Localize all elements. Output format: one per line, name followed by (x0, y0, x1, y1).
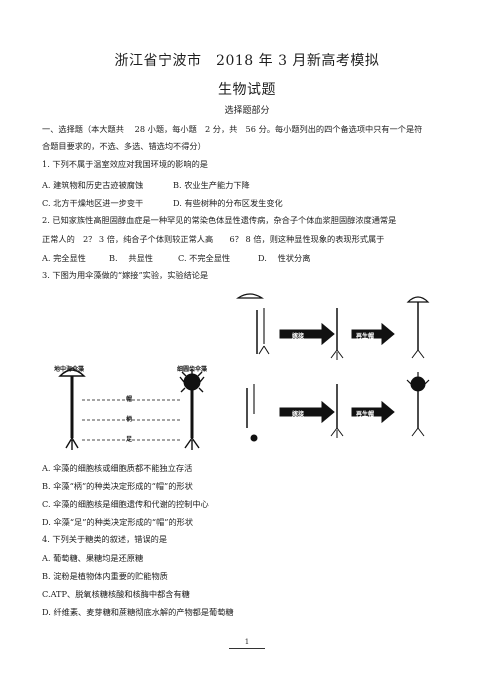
q2-stem-line-2: 正常人的 2？ 3 倍，纯合子个体则较正常人高 6？ 8 倍，则这种显性现象的表… (42, 234, 385, 244)
crenulated-acetabularia-drawing (179, 369, 205, 450)
label-regrow-bottom: 再生帽 (356, 411, 375, 418)
label-crenulated: 细圆齿伞藻 (177, 366, 208, 373)
section-heading: 选择题部分 (224, 106, 270, 116)
instructions-line-2: 合题目要求的，不选、多选、错选均不得分） (42, 141, 206, 151)
label-graft-bottom: 嫁接 (292, 411, 305, 418)
q2-option-b: B. 共显性 (109, 253, 153, 263)
q1-option-c: C. 北方干燥地区进一步变干 (42, 198, 144, 208)
q3-stem: 3. 下图为用伞藻做的“嫁接”实验，实验结论是 (42, 270, 209, 280)
graft-experiment-bottom-row (246, 372, 430, 442)
document-title: 浙江省宁波市 2018 年 3 月新高考模拟 (114, 53, 380, 69)
label-stalk: 柄 (126, 416, 133, 423)
q3-option-b: B. 伞藻“柄”的种类决定形成的“帽”的形状 (42, 481, 193, 491)
q1-stem: 1. 下列不属于温室效应对我国环境的影响的是 (42, 159, 208, 169)
q2-option-a: A. 完全显性 (42, 253, 86, 263)
instructions-line-1: 一、选择题（本大题共 28 小题，每小题 2 分，共 56 分。每小题列出的四个… (42, 124, 423, 134)
q4-option-d: D. 纤维素、麦芽糖和蔗糖彻底水解的产物都是葡萄糖 (42, 607, 234, 617)
document-subtitle: 生物试题 (218, 82, 276, 98)
q1-option-b: B. 农业生产能力下降 (173, 180, 250, 190)
q1-option-d: D. 有些树种的分布区发生变化 (173, 198, 283, 208)
q4-stem: 4. 下列关于糖类的叙述，错误的是 (42, 534, 168, 544)
label-regrow-top: 再生帽 (356, 333, 375, 340)
label-mediterranean: 地中海伞藻 (54, 366, 85, 373)
q4-option-a: A. 葡萄糖、果糖均是还原糖 (42, 553, 144, 563)
label-graft-top: 嫁接 (292, 333, 305, 340)
q3-option-d: D. 伞藻“足”的种类决定形成的“帽”的形状 (42, 517, 194, 527)
page-number-underline (229, 648, 265, 649)
mediterranean-acetabularia-drawing (58, 367, 86, 450)
graft-experiment-top-row (236, 293, 430, 360)
page-number: 1 (244, 638, 250, 646)
q3-option-a: A. 伞藻的细胞核或细胞质都不能独立存活 (42, 463, 193, 473)
acetabularia-graft-figure: 地中海伞藻 细圆齿伞藻 帽 柄 足 嫁接 再生帽 嫁接 再生帽 (42, 288, 452, 452)
q3-option-c: C. 伞藻的细胞核是细胞遗传和代谢的控制中心 (42, 499, 209, 509)
q1-option-a: A. 建筑物和历史古迹被腐蚀 (42, 180, 144, 190)
q4-option-b: B. 淀粉是植物体内重要的贮能物质 (42, 571, 168, 581)
q4-option-c: C.ATP、脱氧核糖核酸和核酶中都含有糖 (42, 589, 190, 599)
label-cap: 帽 (126, 396, 133, 403)
label-foot: 足 (126, 436, 133, 443)
q2-option-d: D. 性状分离 (258, 253, 311, 263)
q2-stem-line-1: 2. 已知家族性高胆固醇血症是一种罕见的常染色体显性遗传病，杂合子个体血浆胆固醇… (42, 215, 397, 225)
q2-option-c: C. 不完全显性 (178, 253, 231, 263)
